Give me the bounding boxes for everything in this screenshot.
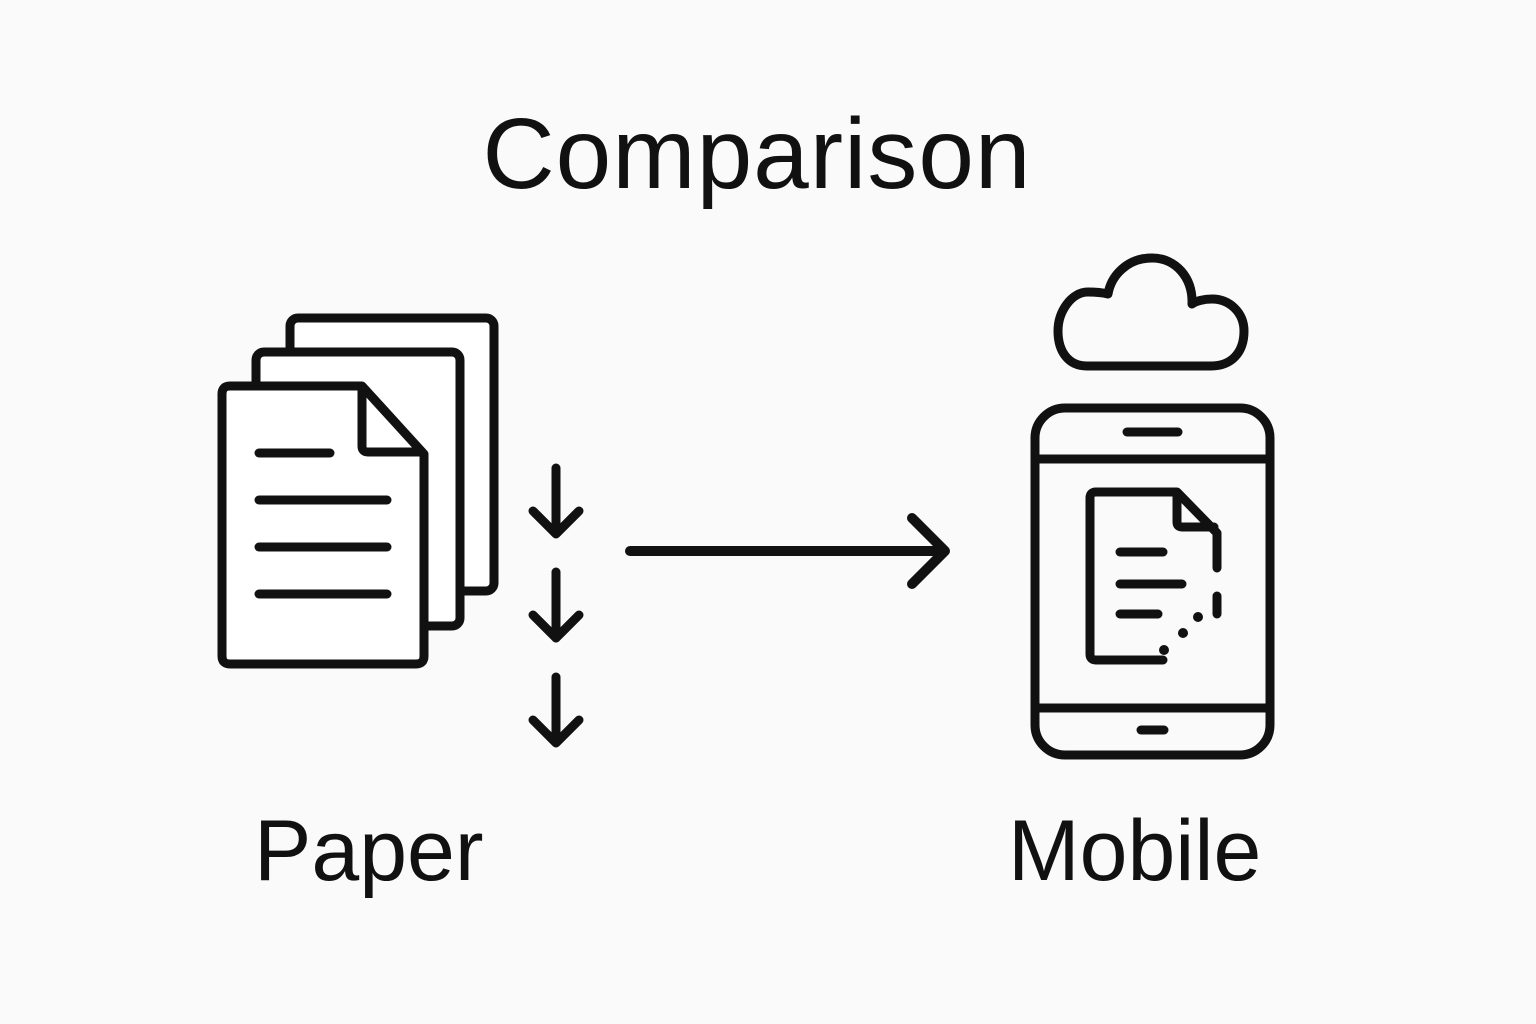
paper-fold-corner	[357, 383, 427, 457]
document-fold-corner	[1172, 489, 1219, 532]
paper-label: Paper	[254, 803, 484, 899]
mobile-phone-icon	[1030, 403, 1275, 760]
digitizing-dots-icon	[1159, 591, 1222, 655]
right-arrow-icon	[625, 513, 950, 589]
document-icon	[1085, 487, 1222, 665]
cloud-icon	[1053, 253, 1249, 371]
mobile-label: Mobile	[1008, 803, 1262, 899]
down-arrows-icon	[528, 463, 584, 748]
phone-body	[1030, 403, 1275, 760]
paper-stack-icon	[217, 313, 499, 669]
paper-sheet-front	[217, 381, 429, 669]
down-arrow-icon	[528, 567, 584, 643]
diagram-title: Comparison	[482, 98, 1032, 210]
down-arrow-icon	[528, 463, 584, 539]
down-arrow-icon	[528, 672, 584, 748]
document-outline	[1085, 487, 1222, 665]
